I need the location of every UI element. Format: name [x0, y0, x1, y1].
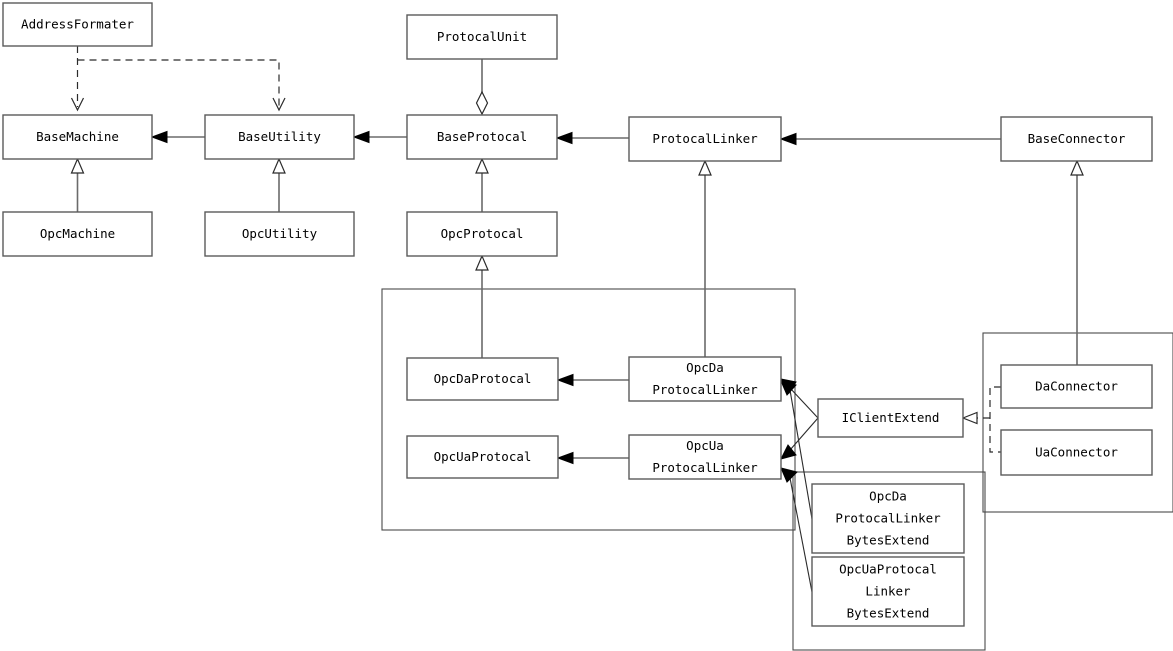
- class-label-address-formater: AddressFormater: [21, 16, 134, 31]
- class-label-opc-protocal: OpcProtocal: [441, 226, 524, 241]
- class-opc-da-protocal[interactable]: OpcDaProtocal: [406, 357, 559, 401]
- edge-protocalunit-to-baseprotocal: [475, 59, 489, 116]
- edge-baseprotocal-to-baseutility: [352, 130, 407, 144]
- edge-opcutility-to-baseutility: [272, 157, 286, 212]
- edge-opcuabytesextend-to-opcualinker: [780, 467, 813, 593]
- edge-opcdaprotocal-to-opcprotocal: [475, 254, 489, 358]
- class-label-base-utility: BaseUtility: [238, 129, 321, 144]
- edge-opcmachine-to-basemachine: [70, 157, 85, 212]
- class-label-ua-connector: UaConnector: [1035, 444, 1118, 459]
- edge-opcdalinker-to-protocallinker: [698, 159, 712, 357]
- class-label-base-machine: BaseMachine: [36, 129, 119, 144]
- class-opc-utility[interactable]: OpcUtility: [204, 211, 355, 257]
- class-label-iclient-extend: IClientExtend: [842, 410, 940, 425]
- class-da-connector[interactable]: DaConnector: [1000, 364, 1153, 409]
- container-protocal-group: [381, 288, 796, 531]
- edge-opcprotocal-to-baseprotocal: [475, 157, 489, 212]
- class-label-opc-utility: OpcUtility: [242, 226, 318, 241]
- class-base-machine[interactable]: BaseMachine: [2, 114, 153, 160]
- container-extend-group: [792, 471, 986, 651]
- class-base-connector[interactable]: BaseConnector: [1000, 116, 1153, 162]
- edge-opcdabytesextend-to-opcdalinker: [780, 380, 813, 520]
- class-ua-connector[interactable]: UaConnector: [1000, 429, 1153, 476]
- class-protocal-unit[interactable]: ProtocalUnit: [406, 14, 558, 60]
- class-base-protocal[interactable]: BaseProtocal: [406, 114, 558, 160]
- class-opc-protocal[interactable]: OpcProtocal: [406, 211, 558, 257]
- class-label-opc-ua-protocal: OpcUaProtocal: [434, 449, 532, 464]
- class-protocal-linker[interactable]: ProtocalLinker: [628, 116, 782, 162]
- class-opc-ua-protocal[interactable]: OpcUaProtocal: [406, 435, 559, 479]
- edge-baseconnector-to-protocallinker: [779, 132, 1001, 146]
- edge-baseutility-to-basemachine: [150, 130, 205, 144]
- container-connector-group: [982, 332, 1173, 513]
- class-iclient-extend[interactable]: IClientExtend: [817, 398, 964, 438]
- edge-daconnector-to-baseconnector: [1070, 159, 1084, 365]
- class-label-base-protocal: BaseProtocal: [437, 129, 527, 144]
- class-opc-machine[interactable]: OpcMachine: [2, 211, 153, 257]
- class-label-opc-da-protocal: OpcDaProtocal: [434, 371, 532, 386]
- class-label-protocal-linker: ProtocalLinker: [652, 131, 758, 146]
- edge-iclientextend-to-opcualinker: [780, 417, 819, 460]
- edge-opcdalinker-to-opcdaprotocal: [556, 373, 629, 387]
- edge-addressformater-to-basemachine: [70, 46, 85, 112]
- class-address-formater[interactable]: AddressFormater: [2, 2, 153, 47]
- class-base-utility[interactable]: BaseUtility: [204, 114, 355, 160]
- edge-connectors-to-iclientextend: [961, 386, 1001, 453]
- edge-opcualinker-to-opcuaprotocal: [556, 451, 629, 465]
- class-label-opc-machine: OpcMachine: [40, 226, 115, 241]
- edge-protocallinker-to-baseprotocal: [555, 131, 629, 145]
- edge-addressformater-to-baseutility: [77, 59, 286, 112]
- class-label-base-connector: BaseConnector: [1028, 131, 1126, 146]
- class-label-protocal-unit: ProtocalUnit: [437, 29, 527, 44]
- class-label-da-connector: DaConnector: [1035, 378, 1118, 393]
